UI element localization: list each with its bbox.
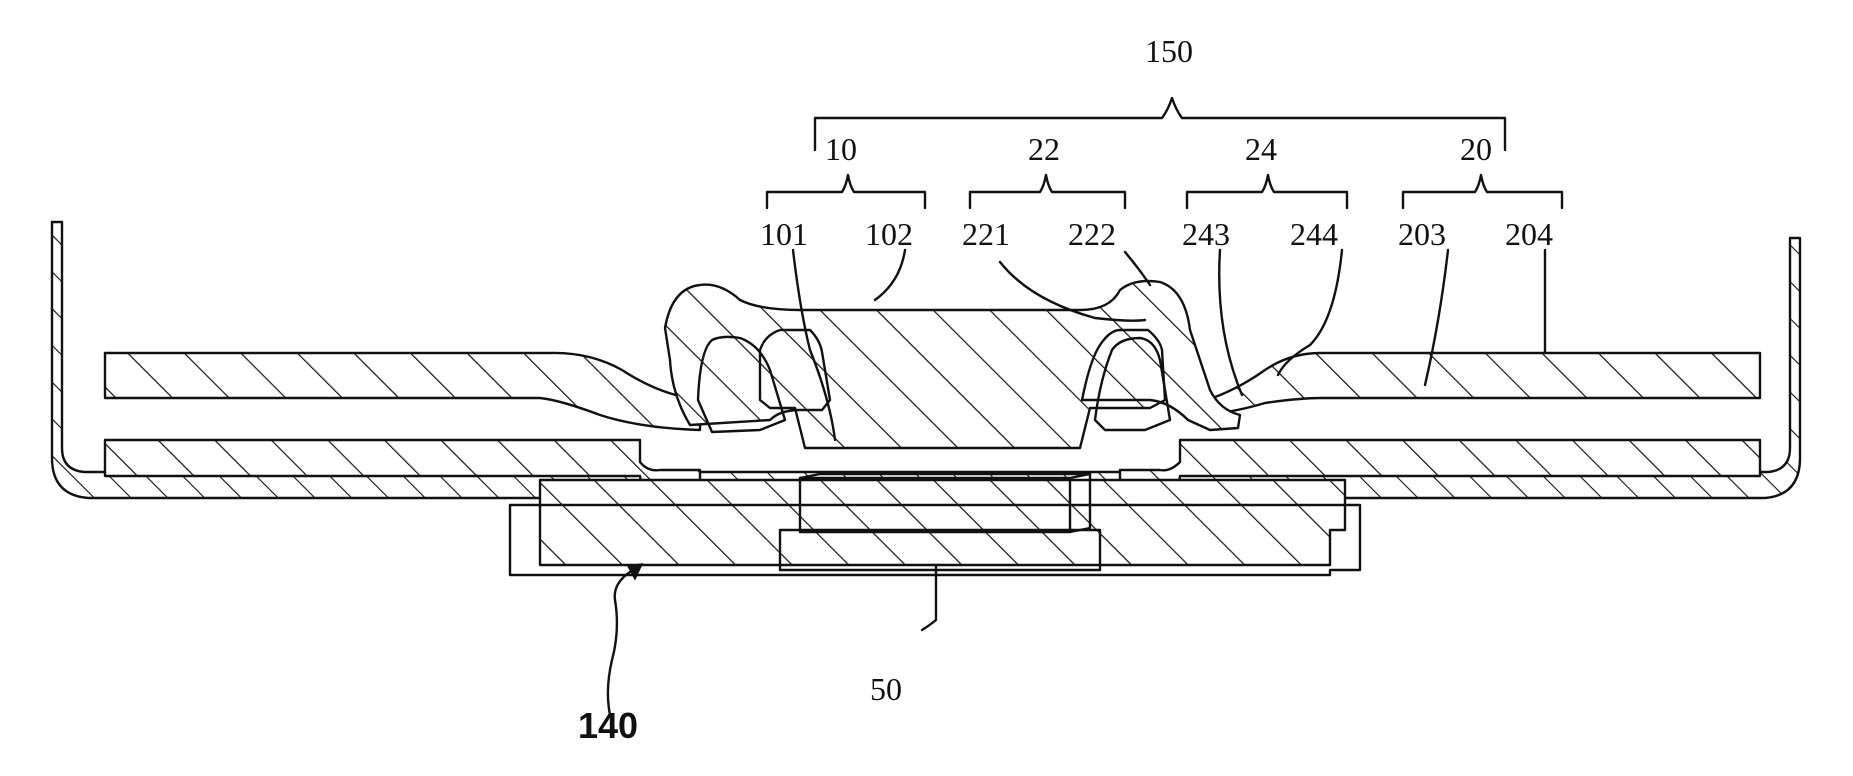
label-20: 20 xyxy=(1460,131,1492,167)
label-24: 24 xyxy=(1245,131,1277,167)
label-10: 10 xyxy=(825,131,857,167)
label-50: 50 xyxy=(870,671,902,707)
label-203: 203 xyxy=(1398,216,1446,252)
base-board xyxy=(540,480,1345,565)
bracket-10 xyxy=(767,175,925,208)
label-140: 140 xyxy=(578,705,638,746)
bracket-22 xyxy=(970,175,1125,208)
upper-plate xyxy=(105,353,700,430)
label-101: 101 xyxy=(760,216,808,252)
leader-222 xyxy=(1125,252,1150,285)
label-204: 204 xyxy=(1505,216,1553,252)
label-221: 221 xyxy=(962,216,1010,252)
leader-243 xyxy=(1219,250,1242,395)
upper-plate-right xyxy=(1190,353,1760,415)
label-102: 102 xyxy=(865,216,913,252)
label-22: 22 xyxy=(1028,131,1060,167)
leader-140 xyxy=(608,566,640,715)
bracket-20 xyxy=(1403,175,1562,208)
label-243: 243 xyxy=(1182,216,1230,252)
label-222: 222 xyxy=(1068,216,1116,252)
label-244: 244 xyxy=(1290,216,1338,252)
label-150: 150 xyxy=(1145,33,1193,69)
leader-102 xyxy=(875,250,905,300)
keycap-body xyxy=(665,281,1240,448)
bracket-150 xyxy=(815,98,1505,150)
bracket-24 xyxy=(1187,175,1347,208)
